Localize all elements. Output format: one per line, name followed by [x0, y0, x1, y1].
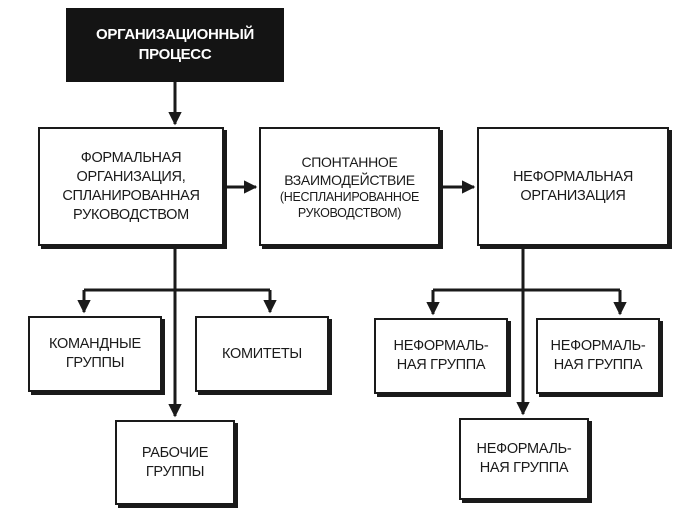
- informal-group-bottom-label: НЕФОРМАЛЬ- НАЯ ГРУППА: [476, 441, 572, 476]
- informal-group-bottom-box: НЕФОРМАЛЬ- НАЯ ГРУППА: [459, 418, 589, 500]
- informal-group-left-label: НЕФОРМАЛЬ- НАЯ ГРУППА: [393, 338, 489, 373]
- informal-group-left-box: НЕФОРМАЛЬ- НАЯ ГРУППА: [374, 318, 508, 394]
- organizational-process-label: ОРГАНИЗАЦИОННЫЙ ПРОЦЕСС: [96, 26, 254, 63]
- informal-organization-box: НЕФОРМАЛЬНАЯ ОРГАНИЗАЦИЯ: [477, 127, 669, 246]
- formal-organization-box: ФОРМАЛЬНАЯ ОРГАНИЗАЦИЯ, СПЛАНИРОВАННАЯ Р…: [38, 127, 224, 246]
- work-groups-label: РАБОЧИЕ ГРУППЫ: [141, 444, 209, 480]
- informal-organization-label: НЕФОРМАЛЬНАЯ ОРГАНИЗАЦИЯ: [512, 168, 634, 204]
- committees-label: КОМИТЕТЫ: [222, 345, 302, 362]
- spontaneous-interaction-box: СПОНТАННОЕ ВЗАИМОДЕЙСТВИЕ (НЕСПЛАНИРОВАН…: [259, 127, 440, 246]
- committees-box: КОМИТЕТЫ: [195, 316, 329, 392]
- command-groups-box: КОМАНДНЫЕ ГРУППЫ: [28, 316, 162, 392]
- spontaneous-interaction-label: СПОНТАННОЕ ВЗАИМОДЕЙСТВИЕ: [284, 153, 415, 188]
- organizational-process-box: ОРГАНИЗАЦИОННЫЙ ПРОЦЕСС: [66, 8, 284, 82]
- work-groups-box: РАБОЧИЕ ГРУППЫ: [115, 420, 235, 505]
- command-groups-label: КОМАНДНЫЕ ГРУППЫ: [49, 336, 141, 371]
- informal-group-right-label: НЕФОРМАЛЬ- НАЯ ГРУППА: [550, 338, 646, 373]
- formal-organization-label: ФОРМАЛЬНАЯ ОРГАНИЗАЦИЯ, СПЛАНИРОВАННАЯ Р…: [62, 149, 200, 223]
- spontaneous-interaction-note: (НЕСПЛАНИРОВАННОЕ РУКОВОДСТВОМ): [279, 189, 420, 220]
- informal-group-right-box: НЕФОРМАЛЬ- НАЯ ГРУППА: [536, 318, 660, 394]
